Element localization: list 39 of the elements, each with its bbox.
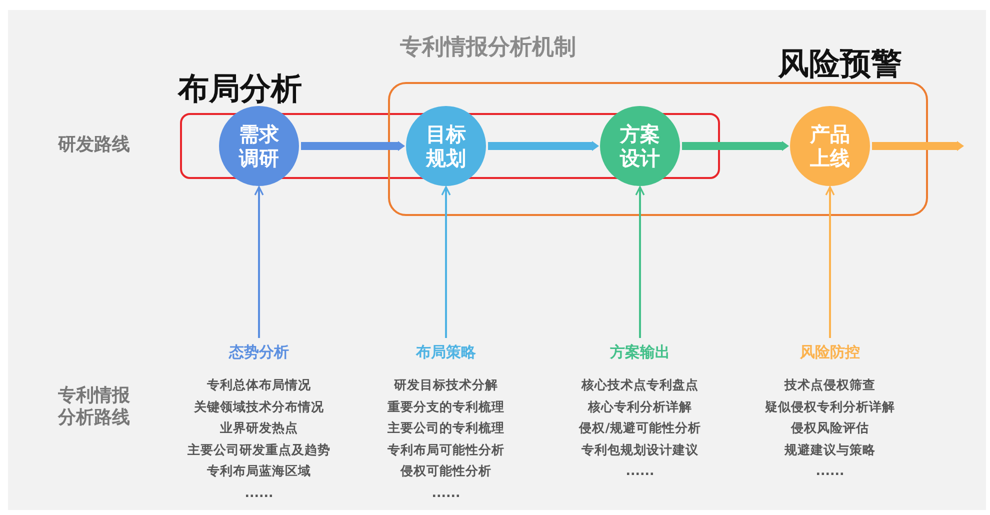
arrow: [301, 141, 405, 151]
column-heading: 布局策略: [416, 342, 476, 362]
column-heading: 态势分析: [229, 342, 289, 362]
diagram-title: 专利情报分析机制: [400, 34, 576, 62]
arrow: [441, 186, 451, 338]
list-item: 专利总体布局情况: [207, 376, 311, 394]
list-item: 主要公司的专利梳理: [388, 419, 504, 437]
arrow: [872, 141, 964, 151]
list-item: 侵权/规避可能性分析: [579, 419, 701, 437]
list-item: 专利布局可能性分析: [388, 440, 504, 458]
frame-heading: 布局分析: [178, 71, 302, 107]
list-item: 关键领域技术分布情况: [194, 398, 324, 416]
list-item: 疑似侵权专利分析详解: [765, 398, 895, 416]
list-item: ......: [244, 484, 274, 502]
arrow: [682, 141, 789, 151]
arrow: [488, 141, 599, 151]
arrow: [254, 186, 264, 338]
list-item: ......: [432, 484, 460, 502]
column-heading: 风险防控: [800, 342, 860, 362]
frame-heading: 风险预警: [778, 46, 902, 82]
list-item: 规避建议与策略: [784, 440, 876, 458]
list-item: 主要公司研发重点及趋势: [188, 440, 330, 458]
list-item: 核心专利分析详解: [588, 398, 692, 416]
list-item: 技术点侵权筛查: [784, 376, 876, 394]
list-item: 专利布局蓝海区域: [207, 462, 311, 480]
list-item: 核心技术点专利盘点: [582, 376, 698, 394]
column-heading: 方案输出: [610, 342, 670, 362]
list-item: 研发目标技术分解: [394, 376, 498, 394]
list-item: 专利包规划设计建议: [582, 440, 698, 458]
list-item: 侵权风险评估: [791, 419, 869, 437]
arrow: [825, 186, 835, 338]
row-label: 研发路线: [58, 134, 131, 156]
list-item: ......: [816, 462, 844, 480]
list-item: 重要分支的专利梳理: [388, 398, 504, 416]
list-item: 侵权可能性分析: [400, 462, 492, 480]
list-item: 业界研发热点: [220, 419, 298, 437]
list-item: ......: [626, 462, 654, 480]
arrow: [635, 186, 645, 338]
row-label: 专利情报分析路线: [58, 385, 131, 429]
